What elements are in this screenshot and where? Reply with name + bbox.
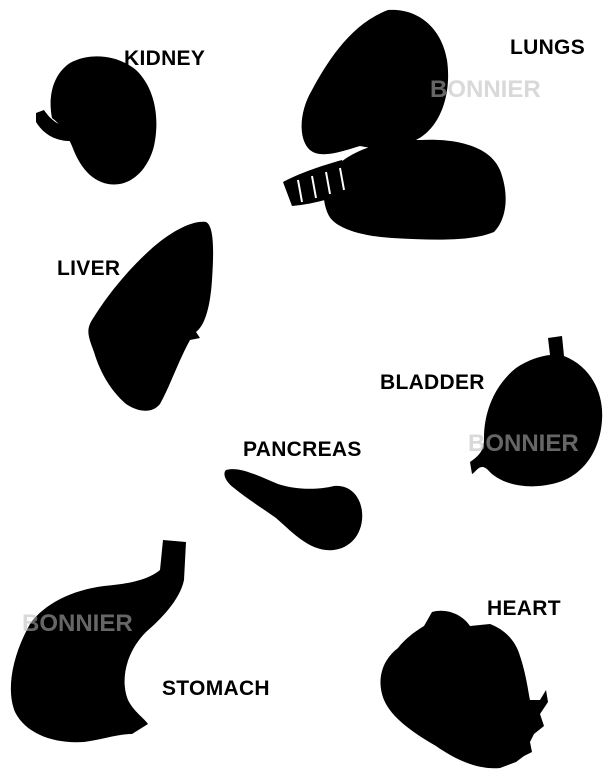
pancreas-silhouette <box>224 469 362 550</box>
label-lungs: LUNGS <box>510 37 585 58</box>
label-stomach: STOMACH <box>162 678 270 699</box>
kidney-silhouette <box>36 56 156 184</box>
watermark-bladder: BONNIER <box>468 432 579 456</box>
watermark-lungs: BONNIER <box>430 78 541 102</box>
watermark-stomach: BONNIER <box>22 612 133 636</box>
bladder-silhouette <box>470 336 602 486</box>
label-kidney: KIDNEY <box>124 48 205 69</box>
heart-silhouette <box>380 611 548 768</box>
label-heart: HEART <box>487 598 561 619</box>
stomach-silhouette <box>11 540 186 742</box>
label-bladder: BLADDER <box>380 372 485 393</box>
label-pancreas: PANCREAS <box>243 439 362 460</box>
label-liver: LIVER <box>57 258 120 279</box>
liver-silhouette <box>88 222 213 411</box>
lungs-silhouette <box>283 10 506 240</box>
